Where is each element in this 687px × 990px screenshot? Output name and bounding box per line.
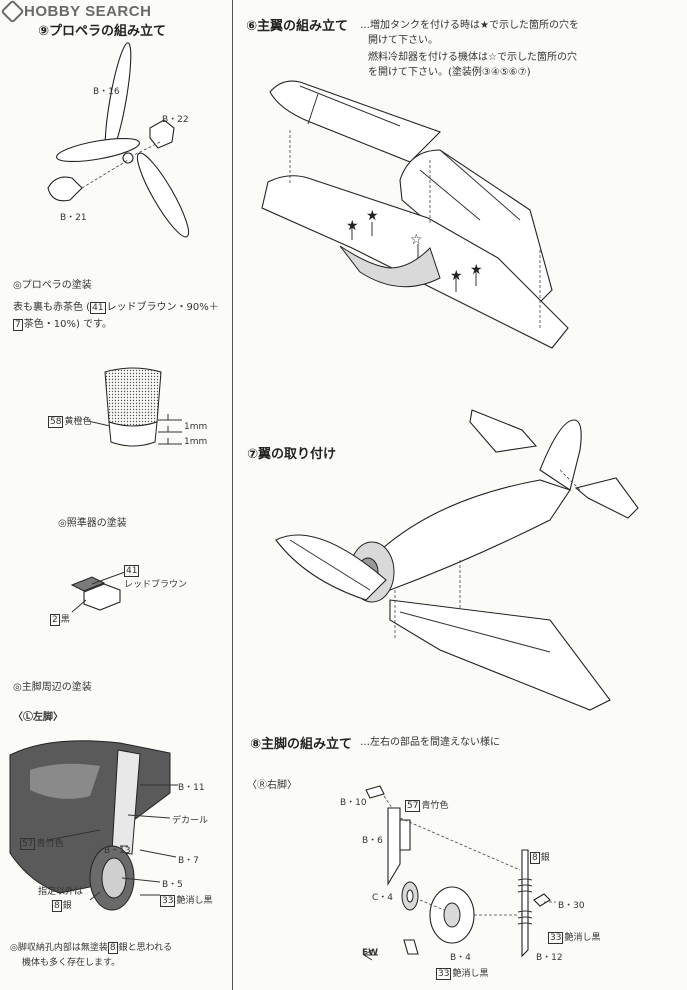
step6-note1: …増加タンクを付ける時は★で示した箇所の穴を (360, 20, 579, 31)
label-b7: B・7 (178, 856, 199, 866)
gear-color-33-right-a-name: 艶消し黒 (564, 933, 601, 943)
label-b13: B・13 (104, 846, 131, 856)
color-code-41: 41 (90, 302, 106, 314)
right-leg-title: 〈Ⓡ右脚〉 (247, 780, 297, 791)
label-b12: B・12 (536, 953, 563, 963)
star-mark-3: ★ (450, 268, 463, 284)
tip-color-name: 黄橙色 (64, 417, 92, 427)
gear-color-33-right-b-name: 艶消し黒 (452, 969, 489, 979)
gear-color-57-right-name: 青竹色 (421, 801, 449, 811)
color-code-8-left: 8 (52, 900, 62, 912)
step8-note: …左右の部品を間違えない様に (360, 737, 500, 748)
site-logo: HOBBY SEARCH (0, 0, 152, 24)
star-mark-4: ★ (470, 262, 483, 278)
prop-paint-title: ◎プロペラの塗装 (13, 280, 92, 291)
gear-paint-title: ◎主脚周辺の塗装 (13, 682, 92, 693)
gear-color-8-name: 銀 (62, 901, 72, 911)
step6-title: ⑥主翼の組み立て (246, 19, 349, 34)
prop-paint-text2: 茶色・10%) です。 (23, 319, 113, 330)
bay-note-text1b: 銀と思われる (118, 943, 173, 953)
color-code-33-right-b: 33 (436, 968, 452, 980)
gear-color-57-name: 青竹色 (36, 839, 64, 849)
label-b4: B・4 (450, 953, 471, 963)
label-c4: C・4 (372, 893, 394, 903)
label-b6: B・6 (362, 836, 383, 846)
prop-paint-text1b: レッドブラウン・90%＋ (106, 302, 219, 313)
wing-attachment-diagram (275, 409, 639, 711)
prop-paint-text1: 表も裏も赤茶色 ( (13, 302, 91, 313)
label-b21: B・21 (60, 213, 87, 223)
label-b11: B・11 (178, 783, 205, 793)
step6-note2: 開けて下さい。 (368, 35, 438, 46)
color-code-33-left: 33 (160, 895, 176, 907)
star-mark-2: ★ (366, 208, 379, 224)
left-leg-title: 〈Ⓛ左脚〉 (13, 712, 63, 723)
color-code-2: 2 (50, 614, 60, 626)
propeller-diagram (47, 42, 190, 238)
color-code-7: 7 (13, 319, 23, 331)
color-code-57-left: 57 (20, 838, 36, 850)
bay-note-line2: 機体も多く存在します。 (22, 958, 121, 968)
left-gear-photo (9, 740, 178, 911)
hollow-star-mark: ☆ (410, 232, 423, 248)
step8-title: ⑧主脚の組み立て (250, 737, 353, 752)
color-code-8-right: 8 (530, 852, 540, 864)
propeller-tip-diagram (87, 367, 182, 447)
label-b30: B・30 (558, 901, 585, 911)
color-code-57-right: 57 (405, 800, 421, 812)
column-divider (232, 0, 233, 990)
step9-title: ⑨プロペラの組み立て (38, 24, 167, 39)
star-mark-1: ★ (346, 218, 359, 234)
sight-color-41-name: レッドブラウン (124, 580, 188, 590)
label-decal: デカール (172, 816, 209, 826)
color-code-33-right-a: 33 (548, 932, 564, 944)
dimension-1mm-a: 1mm (184, 422, 208, 432)
label-b16: B・16 (93, 87, 120, 97)
gear-note-unless: 指定以外は (38, 887, 84, 897)
label-b10: B・10 (340, 798, 367, 808)
sight-paint-title: ◎照準器の塗装 (58, 518, 127, 529)
step6-note3: 燃料冷却器を付ける機体は☆で示した箇所の穴 (368, 52, 577, 63)
step6-note4: を開けて下さい。(塗装例③④⑤⑥⑦) (368, 67, 531, 78)
step7-title: ⑦翼の取り付け (247, 447, 337, 462)
logo-text: HOBBY SEARCH (24, 3, 152, 20)
gunsight-diagram (70, 571, 126, 613)
dimension-1mm-b: 1mm (184, 437, 208, 447)
sight-color-2-name: 黒 (60, 615, 70, 625)
gear-color-8-right-name: 銀 (540, 853, 550, 863)
label-fw: FW (362, 948, 379, 958)
label-b22: B・22 (162, 115, 189, 125)
bay-note-text1a: ◎脚収納孔内部は無塗装 (10, 943, 108, 953)
color-code-58: 58 (48, 416, 64, 428)
color-code-8-bay: 8 (107, 942, 118, 954)
gear-color-33-name: 艶消し黒 (176, 896, 213, 906)
wing-assembly-diagram: ★ ★ ☆ ★ ★ (261, 80, 569, 349)
label-b5: B・5 (162, 880, 183, 890)
